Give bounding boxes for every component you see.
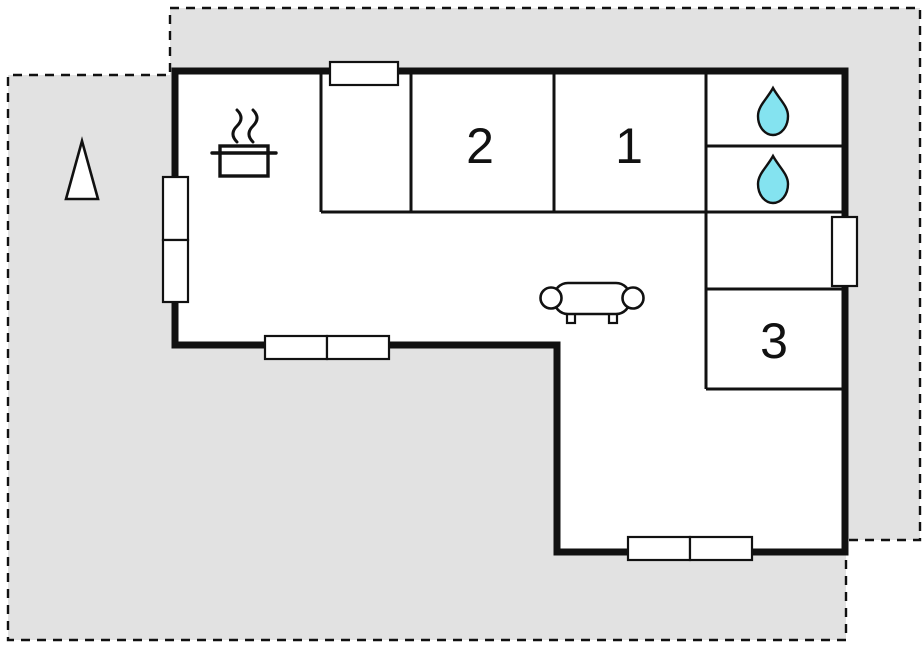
water-drop-icon — [756, 153, 790, 205]
window — [263, 334, 329, 361]
window — [830, 215, 859, 288]
room-label-3: 3 — [760, 313, 788, 369]
steam-icon — [231, 108, 259, 144]
sofa-icon — [539, 281, 645, 325]
window — [688, 535, 754, 562]
water-drop-icon — [756, 85, 790, 137]
interior-walls — [319, 71, 845, 391]
window — [161, 238, 190, 304]
window — [161, 175, 190, 242]
windows — [161, 60, 859, 562]
cooking-pot-icon — [210, 108, 278, 178]
window — [626, 535, 692, 562]
tree-icon — [64, 136, 100, 201]
window — [325, 334, 391, 361]
room-label-1: 1 — [615, 118, 643, 174]
house-walls — [171, 67, 849, 556]
window — [328, 60, 400, 87]
room-label-2: 2 — [466, 118, 494, 174]
